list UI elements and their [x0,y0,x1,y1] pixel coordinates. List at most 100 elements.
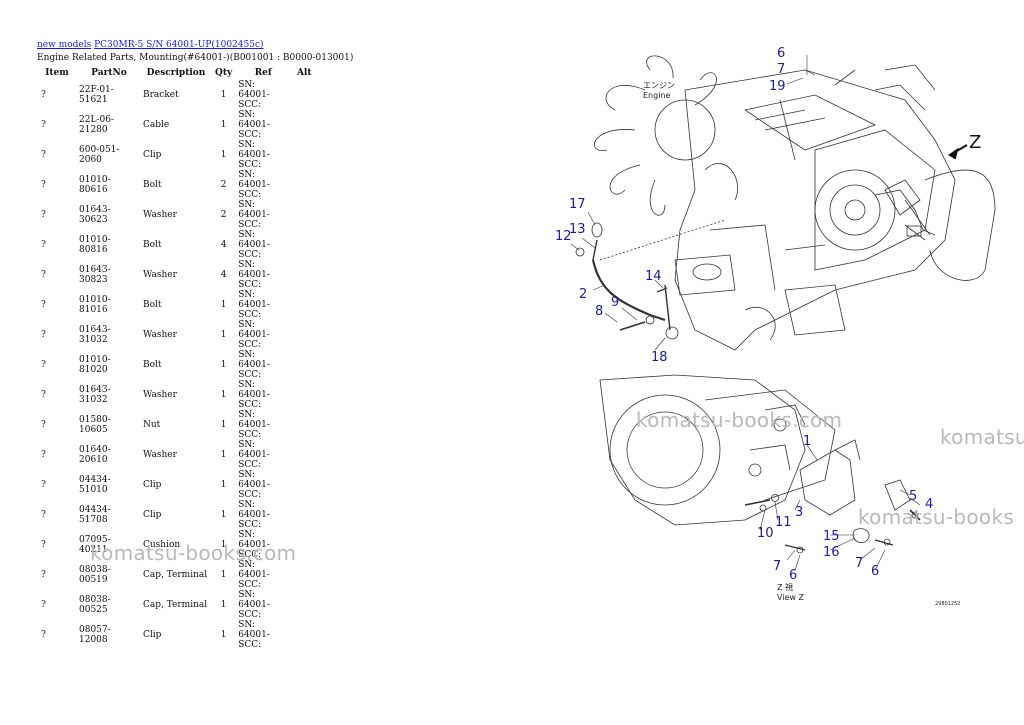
callout-13: 13 [569,222,586,237]
cell-qty: 1 [220,420,227,430]
cell-ref: SN: 64001-SCC: [238,230,270,260]
cell-desc: Cushion [143,540,181,550]
cell-alt [290,80,318,110]
cell-ref: SN: 64001-SCC: [238,260,270,290]
callout-19: 19 [769,79,786,94]
cell-desc: Washer [143,450,177,460]
harness-drawing [874,189,936,241]
cell-qty: 1 [220,450,227,460]
cell-desc: Clip [143,480,162,490]
cell-alt [290,470,318,500]
cell-ref: SN: 64001-SCC: [238,200,270,230]
cell-qty: 1 [220,150,227,160]
cell-ref: SN: 64001-SCC: [238,350,270,380]
cell-part: 01643-31032 [79,385,111,405]
view-z-marker: Z [969,132,981,153]
callout-17: 17 [569,197,586,212]
cell-item: ? [41,600,46,610]
watermark-2: komatsu [940,425,1024,449]
cell-qty: 4 [220,240,227,250]
callout-16: 16 [823,545,840,560]
cell-item: ? [41,510,46,520]
header-item: Item [45,68,69,78]
cell-part: 08057-12008 [79,625,111,645]
callout-1: 1 [803,434,811,449]
cell-desc: Cable [143,120,170,130]
cell-qty: 1 [220,120,227,130]
cell-part: 01643-31032 [79,325,111,345]
cell-item: ? [41,270,46,280]
cell-part: 22F-01-51621 [79,85,114,105]
cell-ref: SN: 64001-SCC: [238,470,270,500]
callout-11: 11 [775,515,792,530]
cell-alt [290,200,318,230]
cell-item: ? [41,300,46,310]
cell-qty: 1 [220,540,227,550]
page-subtitle: Engine Related Parts, Mounting(#64001-)(… [37,53,354,63]
cell-desc: Bracket [143,90,179,100]
cell-item: ? [41,150,46,160]
breadcrumb-link-model[interactable]: PC30MR-5 S/N 64001-UP(1002455c) [94,40,264,50]
cell-part: 600-051-2060 [79,145,120,165]
cell-item: ? [41,570,46,580]
cell-alt [290,290,318,320]
cell-alt [290,140,318,170]
cell-part: 22L-06-21280 [79,115,114,135]
cable-drawing [575,219,726,340]
cell-desc: Clip [143,510,162,520]
drawing-number: 29801252 [935,601,960,607]
breadcrumb: new models PC30MR-5 S/N 64001-UP(1002455… [37,40,264,50]
callout-6: 6 [777,46,785,61]
cell-item: ? [41,120,46,130]
callout-12: 12 [555,229,572,244]
cell-ref: SN: 64001-SCC: [238,110,270,140]
cell-desc: Bolt [143,240,162,250]
header-qty: Qty [215,68,233,78]
cell-alt [290,590,318,620]
cell-item: ? [41,540,46,550]
cell-alt [290,500,318,530]
cell-item: ? [41,360,46,370]
cell-item: ? [41,390,46,400]
cell-item: ? [41,330,46,340]
callout-9: 9 [611,295,619,310]
cell-item: ? [41,420,46,430]
engine-label: Engine [643,91,670,100]
cell-desc: Clip [143,630,162,640]
callout-3: 3 [795,505,803,520]
cell-part: 01010-81016 [79,295,111,315]
cell-qty: 2 [220,210,227,220]
cell-desc: Cap, Terminal [143,600,208,610]
cell-part: 01643-30823 [79,265,111,285]
cell-desc: Washer [143,270,177,280]
leader-lines [570,55,921,571]
cell-desc: Bolt [143,360,162,370]
breadcrumb-link-new-models[interactable]: new models [37,40,92,50]
engine-block-drawing [674,64,996,351]
cell-part: 01010-80616 [79,175,111,195]
cell-qty: 1 [220,330,227,340]
header-description: Description [146,68,206,78]
cell-qty: 1 [220,480,227,490]
cell-item: ? [41,630,46,640]
cell-part: 01640-20610 [79,445,111,465]
cell-part: 01010-80816 [79,235,111,255]
callout-7c: 7 [855,556,863,571]
cell-qty: 1 [220,390,227,400]
cell-ref: SN: 64001-SCC: [238,320,270,350]
table-header-row: Item PartNo Description Qty Ref Alt [37,66,318,80]
